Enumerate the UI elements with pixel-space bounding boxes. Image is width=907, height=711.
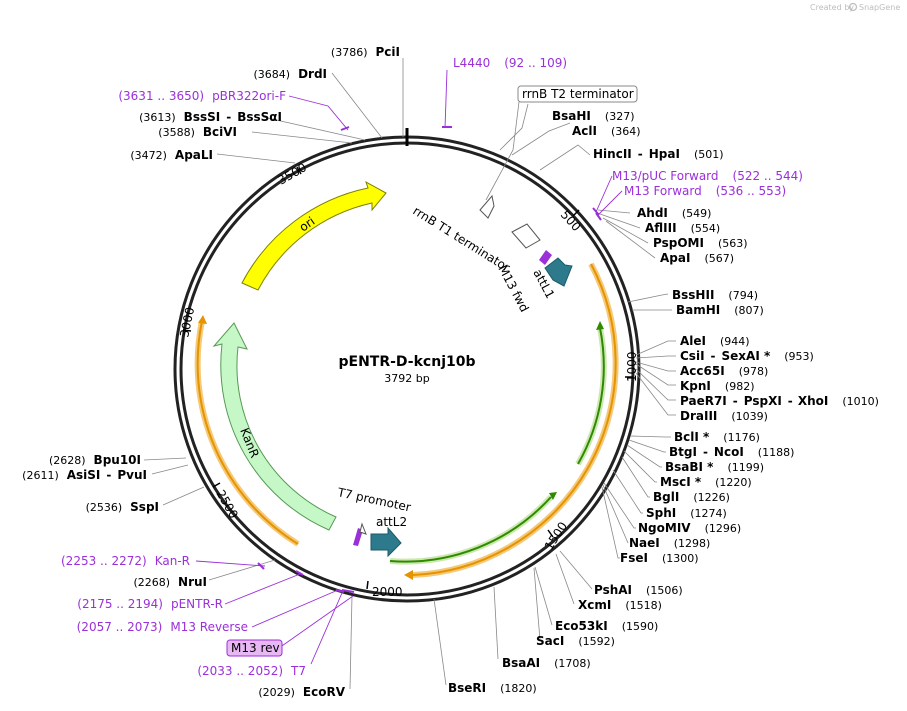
primer-marks [257,126,602,593]
enzyme-label-ecorv: (2029)EcoRV [258,685,345,699]
attl2-feature [370,526,402,558]
tick-mark-3500 [296,166,302,175]
snapgene-logo-icon [848,2,858,12]
tick-label-3000: 3000 [177,306,197,339]
enzyme-label-acc65i: Acc65I(978) [680,364,768,378]
tick-label-500: 500 [558,208,584,234]
tick-label-2000: 2000 [372,585,403,599]
primer-label-t7: (2033 .. 2052)T7 [197,664,306,678]
green-arc-bottom-arrow [549,492,557,500]
enzyme-label-hincii: HincII-HpaI(501) [593,147,724,161]
green-arc-right [577,327,605,465]
enzyme-label-eco53ki: Eco53kI(1590) [555,619,658,633]
enzyme-label-bsssi: (3613)BssSI-BssSαI [139,110,282,124]
rrnb-t1-label: rrnB T1 terminator [410,204,512,275]
enzyme-label-pspomi: PspOMI(563) [653,236,748,250]
enzyme-label-bgli: BglI(1226) [653,490,730,504]
enzyme-label-bsshii: BssHII(794) [672,288,758,302]
enzyme-label-msci: MscI *(1220) [660,475,752,489]
ori-feature [241,180,387,291]
rrnb-t2-feature [479,194,495,219]
enzyme-label-csii: CsiI-SexAI *(953) [680,349,814,363]
primer-label-m13-forward: M13 Forward(536 .. 553) [624,184,786,198]
tick-marks [182,166,633,590]
primer-label-kan-r: (2253 .. 2272)Kan-R [61,554,190,568]
plasmid-backbone [173,128,641,603]
enzyme-label-drdi: (3684)DrdI [253,67,327,81]
primer-leader-lines [195,69,623,665]
enzyme-label-bamhi: BamHI(807) [676,303,764,317]
enzyme-label-apai: ApaI(567) [660,251,734,265]
enzyme-label-alei: AleI(944) [680,334,750,348]
t7-promoter-label: T7 promoter [335,485,412,514]
brand-text: SnapGene [859,3,900,12]
m13-fwd-feature [539,250,552,265]
m13-rev-label-box [226,639,283,657]
enzyme-label-pshai: PshAI(1506) [594,583,683,597]
enzyme-label-paer7i: PaeR7I-PspXI-XhoI(1010) [680,394,879,408]
t7-promoter-feature [359,522,367,535]
enzyme-label-ahdi: AhdI(549) [637,206,711,220]
enzyme-label-saci: SacI(1592) [536,634,615,648]
plasmid-length: 3792 bp [384,372,429,385]
tick-mark-2500 [212,482,221,488]
enzyme-label-bpu10i: (2628)Bpu10I [49,453,141,467]
kanr-feature [212,322,337,531]
enzyme-label-apali: (3472)ApaLI [130,148,213,162]
watermark-text: Created by [810,3,854,12]
orange-arc-left [196,320,299,545]
enzyme-label-bsabi: BsaBI *(1199) [665,460,764,474]
enzyme-label-fsei: FseI(1300) [620,551,699,565]
enzyme-leader-lines [143,58,676,690]
primer-label-m13-puc-forward: M13/pUC Forward(522 .. 544) [612,169,803,183]
green-arc-bottom [389,496,552,563]
rrnb-t2-leader [485,101,520,201]
enzyme-label-ngomiv: NgoMIV(1296) [638,521,741,535]
enzyme-label-pcii: (3786)PciI [331,45,400,59]
orange-arc-left-arrow [198,315,207,324]
attl1-feature [544,257,573,287]
orange-arc-right [412,263,617,576]
primer-label-pentr-r: (2175 .. 2194)pENTR-R [77,597,223,611]
rrnb-t2-label: rrnB T2 terminator [522,87,634,101]
tick-mark-3000 [182,329,192,332]
attl2-label: attL2 [376,515,407,529]
enzyme-label-nrui: (2268)NruI [133,575,207,589]
enzyme-label-sphi: SphI(1274) [646,506,727,520]
enzyme-label-acli: AclI(364) [572,124,641,138]
enzyme-label-bsaai: BsaAI(1708) [502,656,591,670]
enzyme-label-bcivi: (3588)BciVI [158,125,237,139]
plasmid-name: pENTR-D-kcnj10b [338,354,475,370]
primer-label-l4440: L4440(92 .. 109) [453,56,567,70]
enzyme-label-sspi: (2536)SspI [86,500,159,514]
m13-fwd-label: M13 fwd [495,263,531,315]
enzyme-label-draiii: DraIII(1039) [680,409,768,423]
enzyme-label-bseri: BseRI(1820) [448,681,537,695]
tick-mark-1500 [547,529,554,538]
tick-mark-500 [572,209,580,217]
m13-rev-label: M13 rev [231,641,280,655]
green-arc-right-arrow [596,321,604,330]
tick-label-3500: 3500 [276,160,309,187]
enzyme-label-afliii: AflIII(554) [645,221,720,235]
primer-label-m13-reverse: (2057 .. 2073)M13 Reverse [77,620,248,634]
tick-mark-2000 [366,580,369,590]
enzyme-label-naei: NaeI(1298) [629,536,710,550]
primer-label-pbr322ori-f: (3631 .. 3650)pBR322ori-F [118,89,286,103]
enzyme-label-btgi: BtgI-NcoI(1188) [669,445,794,459]
tick-label-1000: 1000 [625,351,639,382]
orange-arc-right-arrow [404,570,413,580]
enzyme-label-xcmi: XcmI(1518) [578,598,662,612]
enzyme-label-asisi: (2611)AsiSI-PvuI [22,468,147,482]
green-arc-bottom-shadow [389,494,554,565]
rrnb-t2-label-box [517,85,638,103]
enzyme-label-bsahi: BsaHI(327) [552,109,635,123]
enzyme-label-bcli: BclI *(1176) [674,430,760,444]
rrnb-t1-feature [511,223,541,249]
enzyme-label-kpni: KpnI(982) [680,379,755,393]
